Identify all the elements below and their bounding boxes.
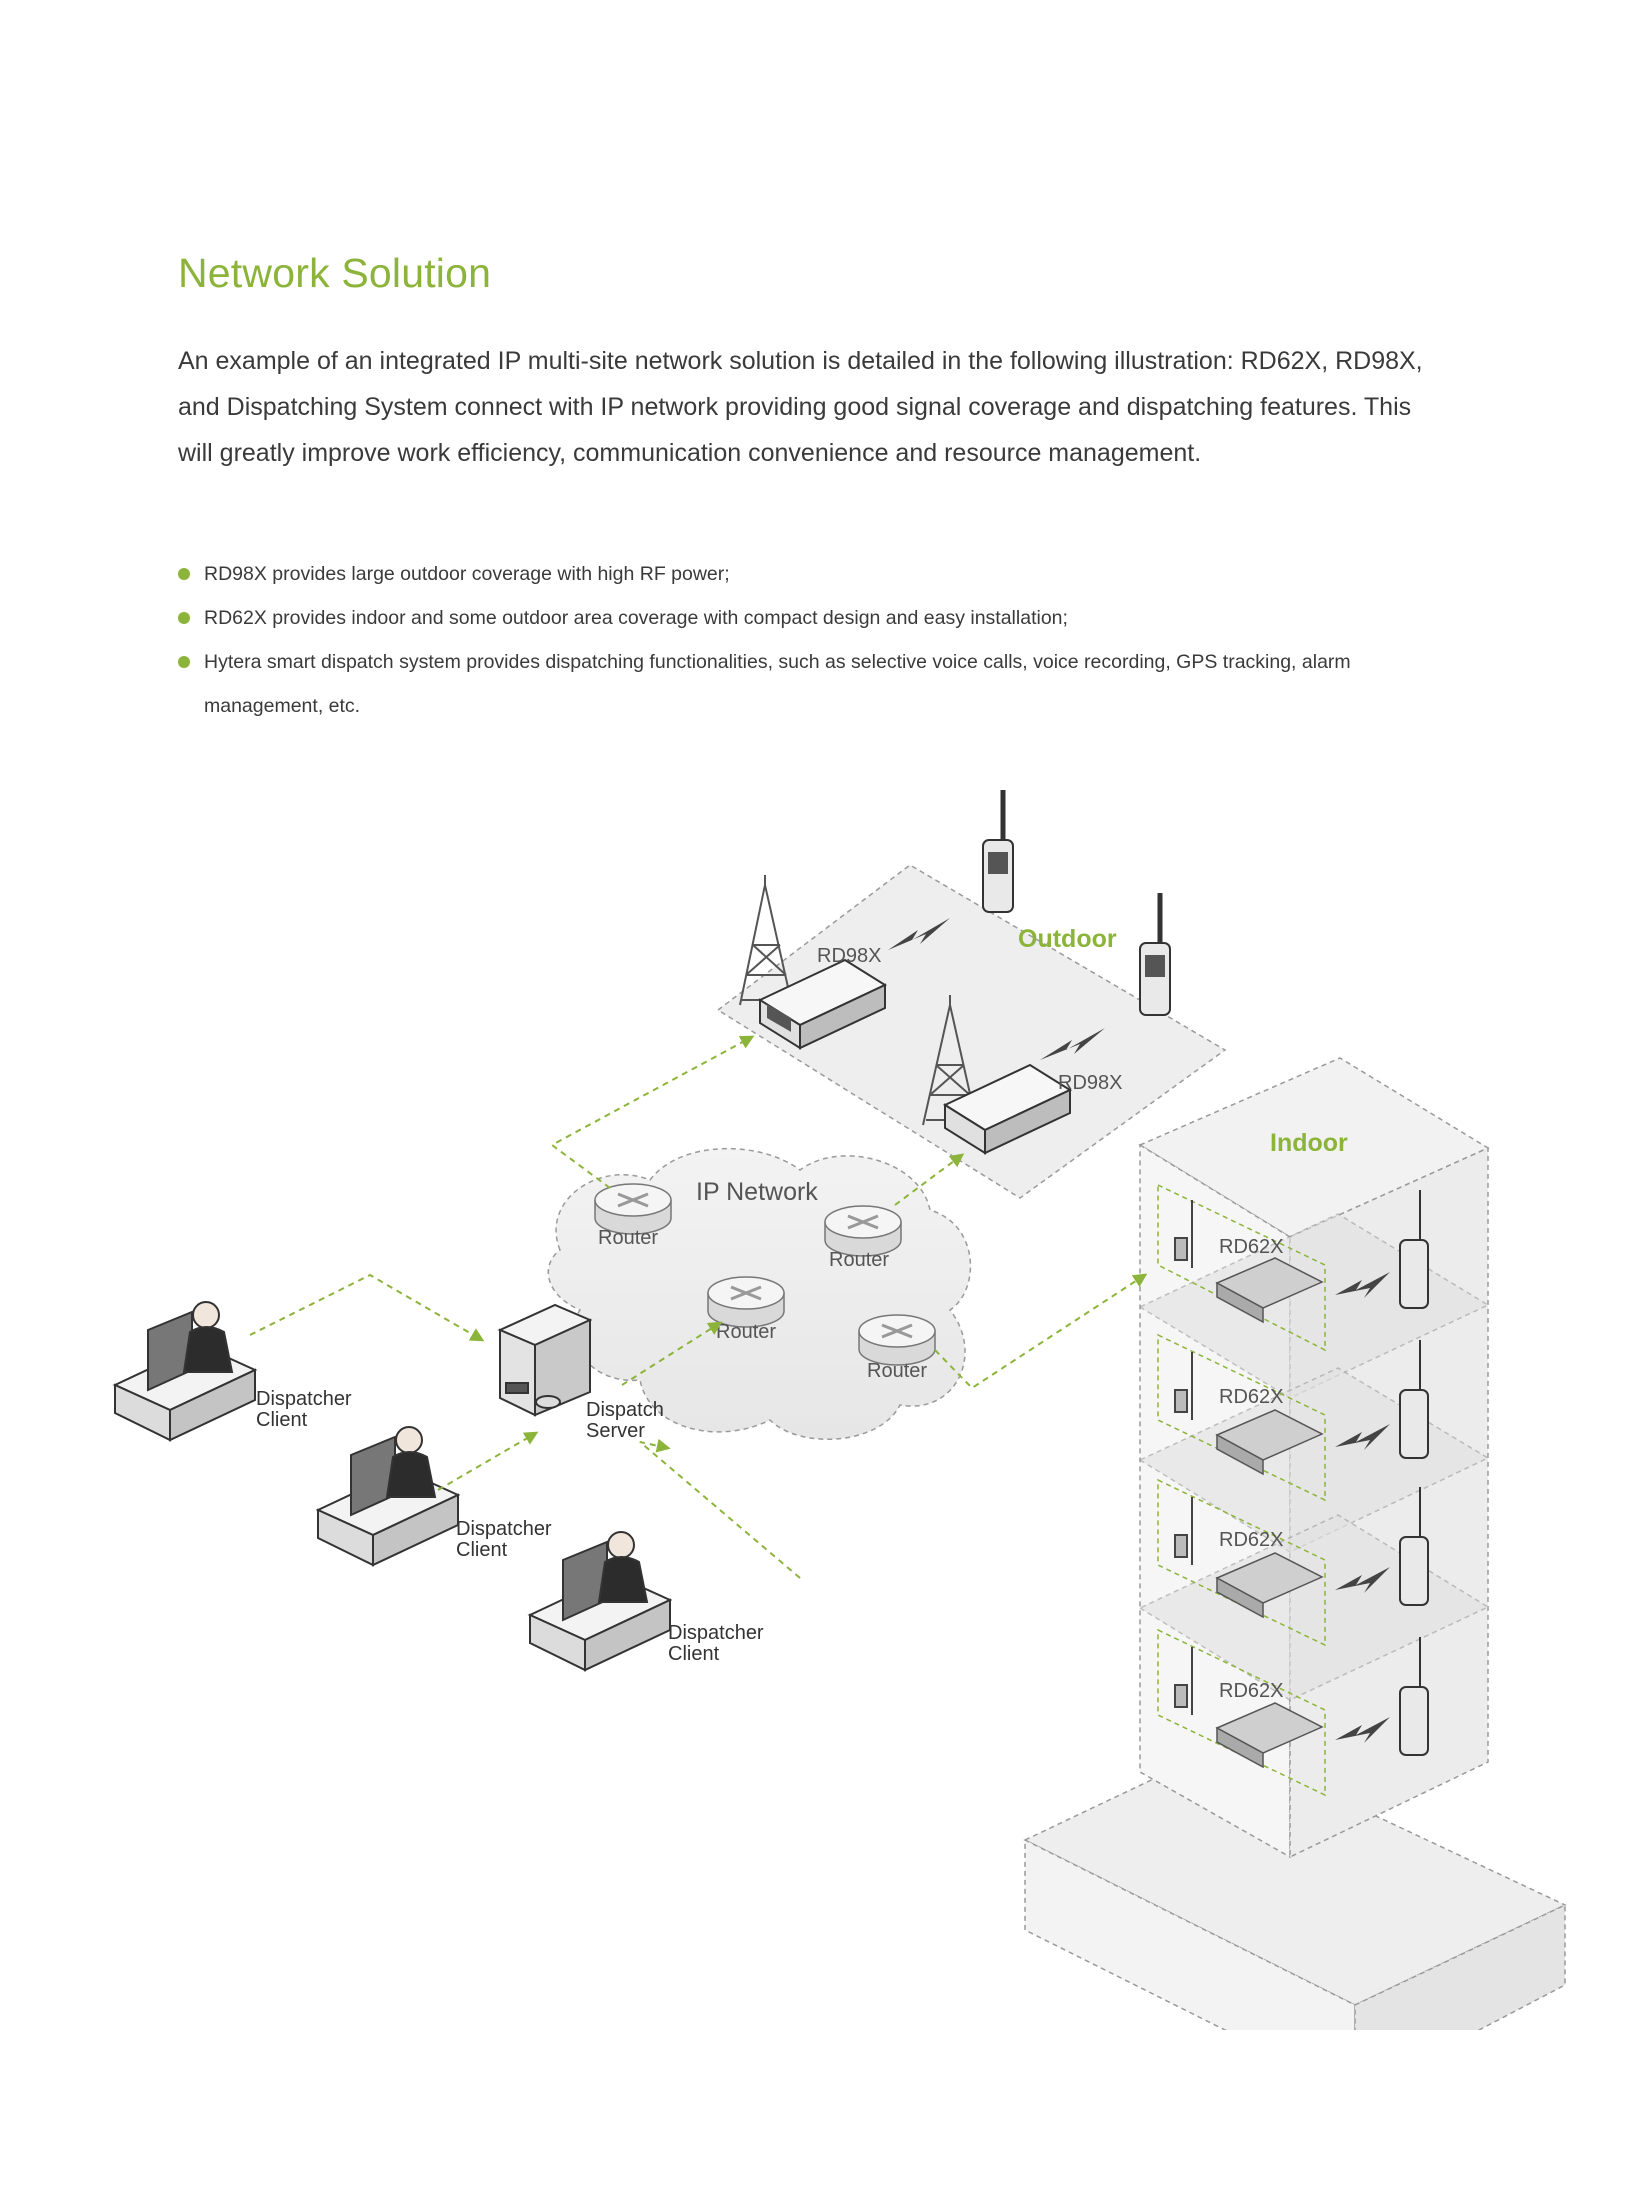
list-item-text: RD62X provides indoor and some outdoor a… [204,607,1068,629]
rd98x-repeater-icon [757,958,888,1050]
wireless-signal-icon [1040,1028,1105,1060]
handset-radio-icon [1139,893,1171,1016]
router-icon [858,1314,936,1366]
handset-radio-icon [982,790,1014,913]
rd62x-label: RD62X [1219,1386,1283,1408]
indoor-building [1023,1057,1567,2030]
rd98x-repeater-icon [942,1063,1073,1155]
indoor-zone-label: Indoor [1270,1129,1348,1157]
dispatcher-workstation-icon [315,1426,461,1567]
rd62x-label: RD62X [1219,1680,1283,1702]
bullet-dot-icon [178,656,190,668]
wireless-signal-icon [888,918,950,950]
dispatcher-workstation-icon [112,1301,258,1442]
list-item-text: Hytera smart dispatch system provides di… [204,651,1351,673]
rd62x-repeater-icon [1215,1257,1324,1769]
router-icon [824,1205,902,1257]
list-item: RD62X provides indoor and some outdoor a… [178,596,1478,640]
page-title: Network Solution [178,250,492,296]
indoor-antenna-icon [1174,1200,1193,1715]
network-diagram: RD98X RD98X Outdoor IP Network Router [112,790,1567,2030]
dispatcher-workstation-icon [527,1531,673,1672]
list-item-text-continued: management, etc. [204,695,361,717]
rd98x-label: RD98X [1058,1072,1122,1094]
wireless-signal-icon [1335,1272,1390,1743]
router-label: Router [716,1321,776,1343]
dispatcher-client-label: Dispatcher [456,1518,552,1540]
ip-network-label: IP Network [696,1178,818,1206]
rd62x-label: RD62X [1219,1529,1283,1551]
feature-list: RD98X provides large outdoor coverage wi… [178,552,1478,728]
dispatch-server-label: Server [586,1420,645,1442]
rd62x-label: RD62X [1219,1236,1283,1258]
list-item-text: RD98X provides large outdoor coverage wi… [204,563,730,585]
dispatcher-client-label: Client [668,1643,720,1665]
dispatcher-client-label: Dispatcher [256,1388,352,1410]
intro-line-3: will greatly improve work efficiency, co… [178,439,1202,467]
router-label: Router [598,1227,658,1249]
handset-radio-icon [1399,1190,1429,1756]
dispatch-server-icon [497,1303,593,1417]
bullet-dot-icon [178,612,190,624]
router-label: Router [829,1249,889,1271]
dispatcher-client-label: Client [456,1539,508,1561]
intro-line-1: An example of an integrated IP multi-sit… [178,347,1423,375]
router-label: Router [867,1360,927,1382]
network-connections [249,1035,1148,1579]
router-icon [594,1183,672,1235]
intro-line-2: and Dispatching System connect with IP n… [178,393,1412,421]
dispatcher-client-label: Dispatcher [668,1622,764,1644]
dispatch-server-label: Dispatch [586,1399,664,1421]
outdoor-zone [716,864,1227,1199]
list-item: RD98X provides large outdoor coverage wi… [178,552,1478,596]
list-item: Hytera smart dispatch system provides di… [178,640,1478,728]
rd98x-label: RD98X [817,945,881,967]
intro-paragraph: An example of an integrated IP multi-sit… [178,338,1498,476]
outdoor-zone-label: Outdoor [1018,925,1117,953]
dispatcher-client-label: Client [256,1409,308,1431]
router-icon [707,1276,785,1328]
bullet-dot-icon [178,568,190,580]
floor-boundaries [1157,1183,1326,1797]
